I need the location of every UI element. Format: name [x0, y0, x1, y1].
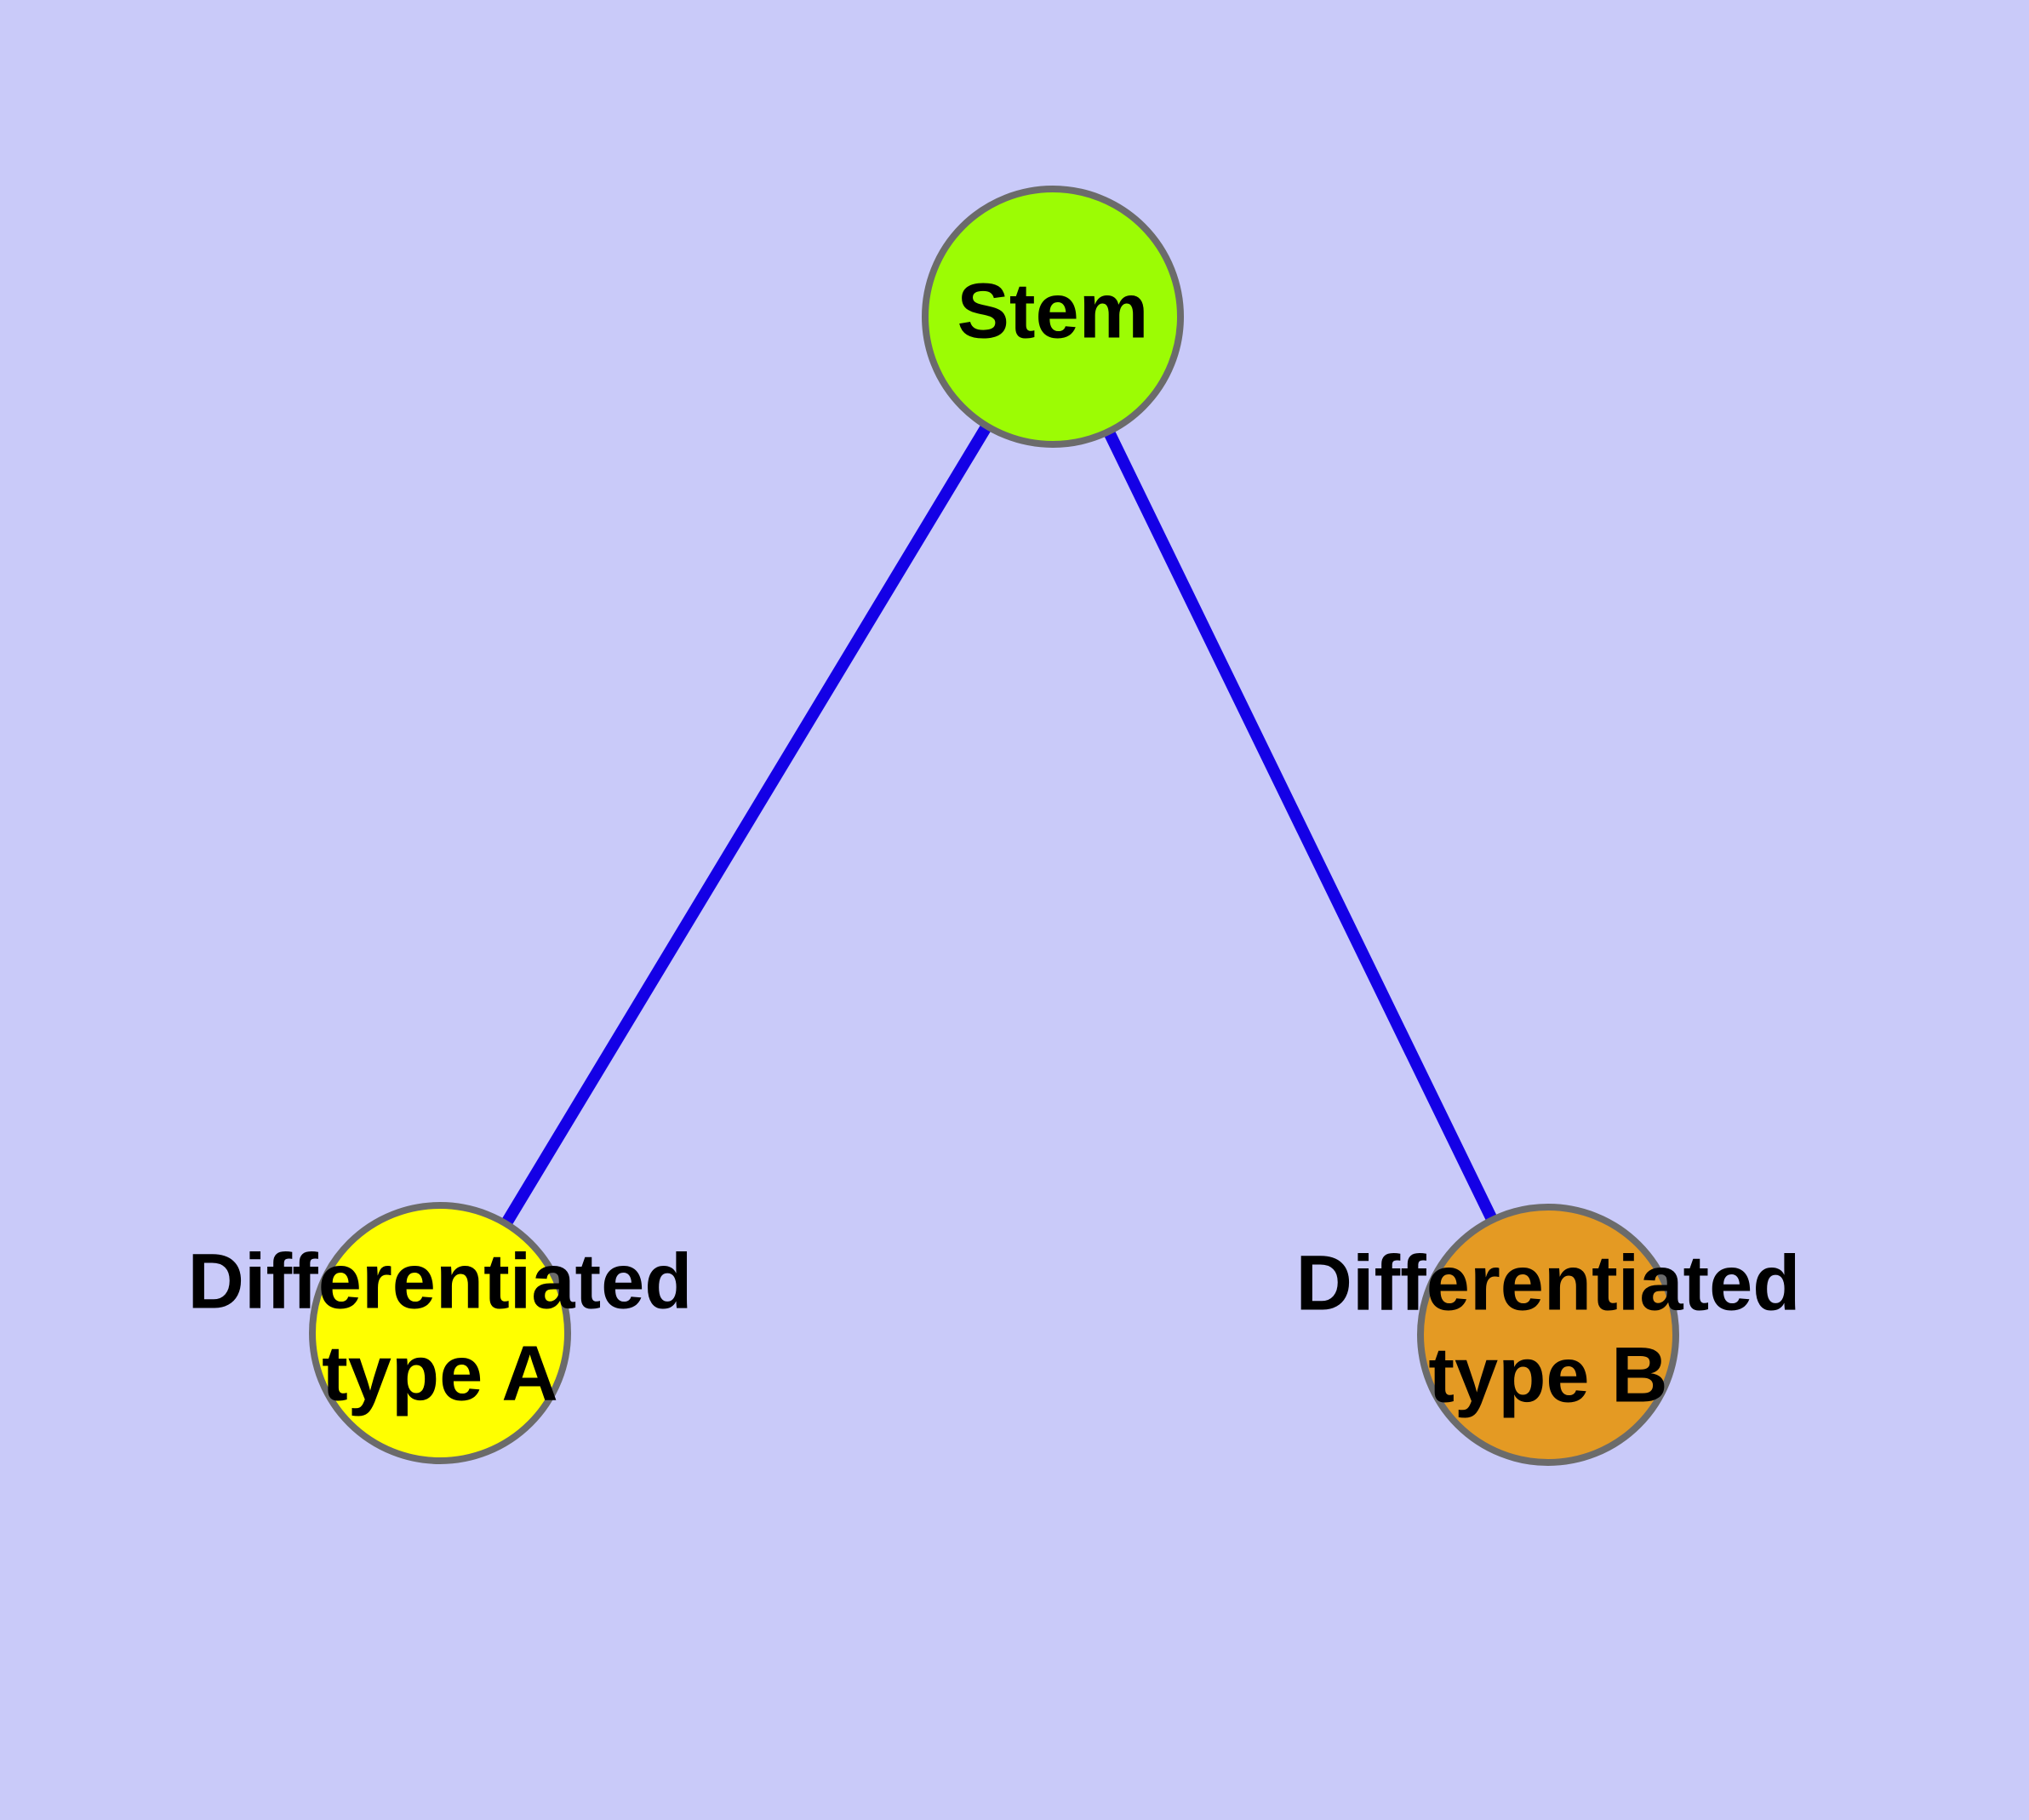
node-stem-circle[interactable]: [922, 186, 1184, 448]
edges-layer: [499, 420, 1500, 1230]
node-stem[interactable]: Stem: [922, 186, 1184, 448]
node-differentiated-type-a-label-line-2: type A: [322, 1330, 558, 1417]
node-differentiated-type-b[interactable]: Differentiated type B: [1296, 1204, 1801, 1466]
node-differentiated-type-b-label-line-2: type B: [1428, 1331, 1667, 1418]
node-differentiated-type-a-circle[interactable]: [309, 1202, 571, 1464]
node-differentiated-type-b-label-line-1: Differentiated: [1296, 1239, 1801, 1326]
node-differentiated-type-a[interactable]: Differentiated type A: [188, 1202, 693, 1464]
edge-stem-to-differentiated-type-a[interactable]: [499, 420, 994, 1230]
node-stem-label-line-1: Stem: [957, 267, 1149, 354]
node-differentiated-type-a-label-line-1: Differentiated: [188, 1238, 693, 1325]
node-differentiated-type-b-circle[interactable]: [1417, 1204, 1679, 1466]
edge-stem-to-differentiated-type-b[interactable]: [1101, 426, 1500, 1226]
nodes-layer: Stem Differentiated type A Differentiate…: [188, 186, 1801, 1466]
